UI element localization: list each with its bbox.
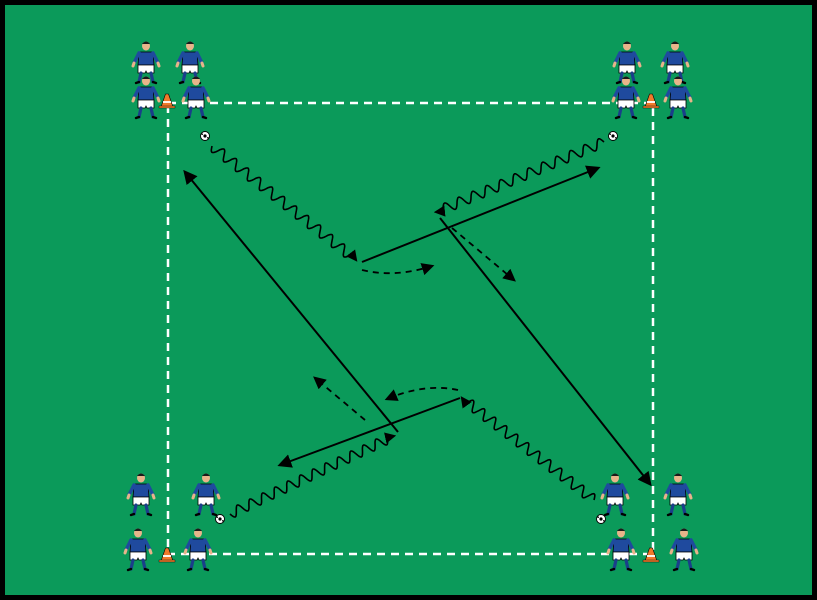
run-lines bbox=[313, 227, 516, 421]
pass-lines bbox=[183, 165, 652, 487]
ball-icon bbox=[608, 131, 618, 141]
dribble-line bbox=[229, 432, 397, 518]
dribble-line bbox=[210, 145, 358, 262]
pass-line bbox=[183, 169, 399, 433]
dribble-line bbox=[460, 396, 596, 501]
ball-icon bbox=[215, 514, 225, 524]
pass-line bbox=[361, 165, 601, 263]
pass-line bbox=[277, 397, 461, 468]
drill-square bbox=[166, 101, 655, 556]
run-line bbox=[451, 227, 516, 282]
pass-line bbox=[439, 217, 652, 487]
dribble-line bbox=[433, 138, 605, 217]
pitch bbox=[5, 5, 812, 595]
dribble-lines bbox=[210, 138, 605, 518]
run-line bbox=[384, 386, 459, 401]
run-line bbox=[361, 263, 435, 276]
ball-icon bbox=[200, 131, 210, 141]
ball-icon bbox=[596, 514, 606, 524]
